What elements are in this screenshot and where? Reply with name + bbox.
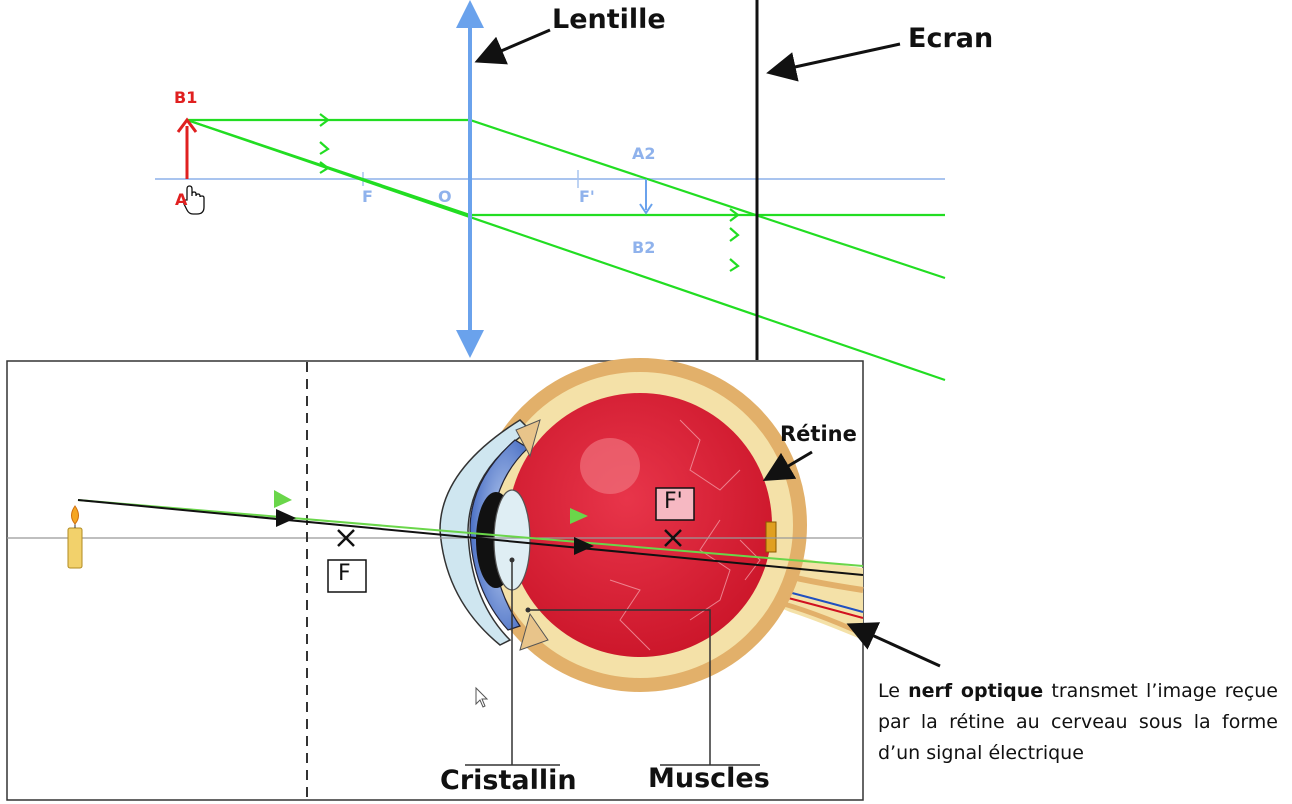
lens-leader-line [465, 560, 560, 766]
hand-cursor-icon [183, 185, 205, 215]
focal-object-label: F [362, 187, 373, 206]
muscles-label: Muscles [648, 763, 770, 794]
retina-label: Rétine [780, 422, 857, 446]
fovea [765, 521, 777, 553]
muscles-leader-line [528, 609, 760, 766]
nerve-pointer-arrow [846, 622, 941, 668]
green-ray-arrow [570, 508, 588, 524]
crystalline-lens-label: Cristallin [440, 765, 577, 796]
green-ray [77, 499, 864, 567]
light-rays [186, 118, 946, 382]
lens-center-label: O [438, 187, 452, 206]
focal-label-f-box [327, 559, 367, 593]
ciliary-muscle [519, 612, 549, 651]
retinal-vessels [609, 419, 761, 651]
black-ray-arrow [574, 537, 594, 555]
black-ray [77, 499, 864, 576]
screen-label: Ecran [908, 23, 994, 54]
focal-point-f-prime-mark [664, 529, 682, 547]
screen-pointer-arrow [766, 42, 901, 82]
vitreous-body [508, 393, 772, 657]
object-arrow [176, 117, 198, 179]
retina-pointer-arrow [762, 450, 813, 482]
lens-pointer-arrow [474, 28, 551, 65]
black-ray-arrow [276, 509, 296, 527]
candle-icon [67, 505, 83, 569]
green-ray-arrow [274, 490, 292, 508]
image-tip-label: B2 [632, 238, 656, 257]
optic-nerve-term: nerf optique [908, 680, 1044, 702]
eye-diagram [7, 358, 941, 800]
lens-diagram [155, 0, 946, 382]
object-top-label: B1 [174, 88, 198, 107]
lens-label: Lentille [552, 4, 666, 35]
focal-point-f-mark [337, 529, 355, 547]
arrow-cursor-icon [475, 686, 489, 708]
focal-label-f-prime-box [655, 487, 695, 521]
optic-nerve-note: Le nerf optique transmet l’image reçue p… [878, 680, 1278, 764]
object-base-label: A [175, 190, 188, 209]
image-base-label: A2 [632, 144, 656, 163]
focal-image-label: F' [579, 187, 595, 206]
eye-focal-image-label: F' [664, 489, 683, 514]
ciliary-muscle [515, 419, 541, 458]
image-arrow [639, 179, 653, 215]
ray-arrowheads [319, 113, 740, 272]
cornea [439, 419, 532, 646]
eye-focal-object-label: F [338, 561, 351, 586]
converging-lens [456, 0, 484, 358]
